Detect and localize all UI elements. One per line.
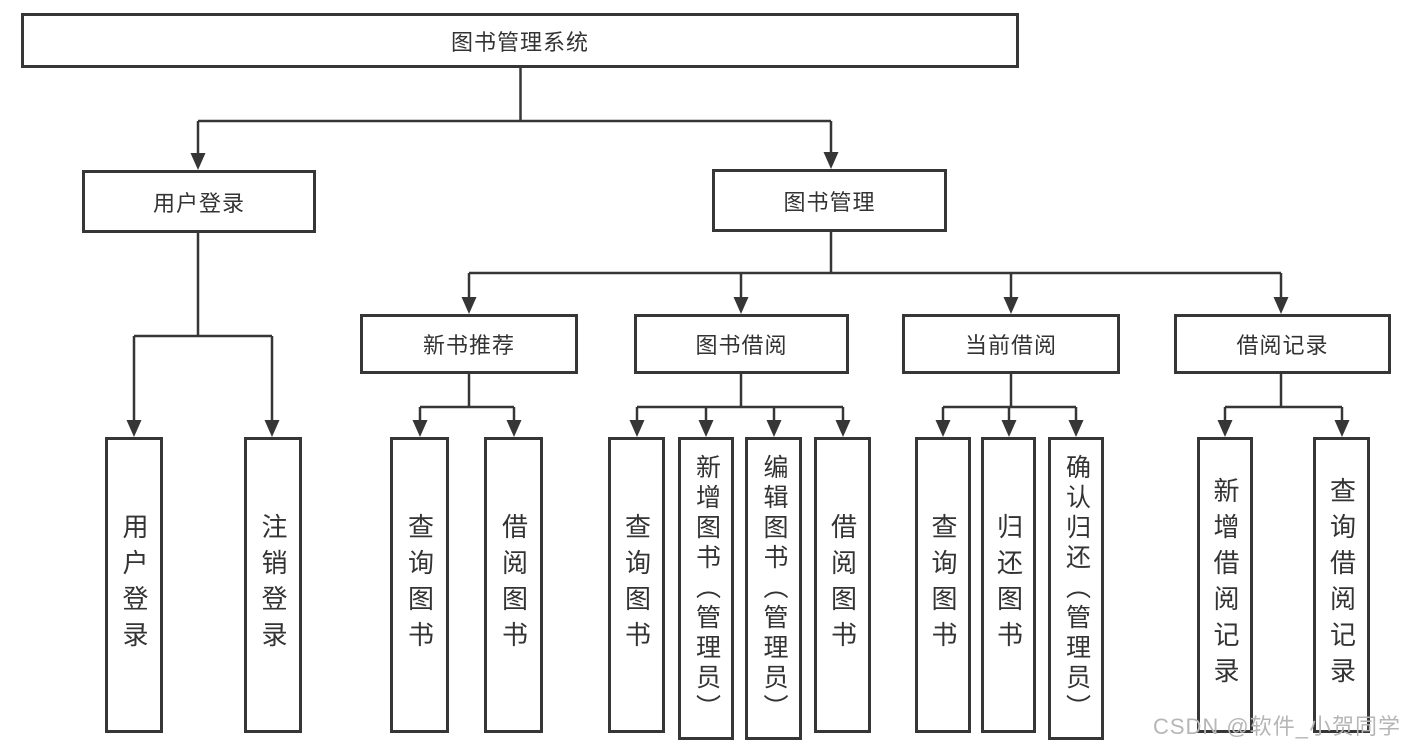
node-add-books-admin: 新增图书（管理员） xyxy=(678,437,734,740)
node-label: 图书管理系统 xyxy=(450,29,589,55)
node-label: 新增借阅记录 xyxy=(1210,477,1240,693)
node-label: 借阅记录 xyxy=(1236,333,1329,358)
node-borrowing-records: 借阅记录 xyxy=(1174,314,1391,374)
connector-bookmgmt-to-level3 xyxy=(467,232,1283,299)
node-label: 新增图书（管理员） xyxy=(692,453,721,724)
node-borrow-books-borrowing: 借阅图书 xyxy=(814,437,871,733)
node-label: 用户登录 xyxy=(152,190,245,216)
node-label: 编辑图书（管理员） xyxy=(760,453,788,724)
node-query-books-current: 查询图书 xyxy=(915,437,971,733)
node-confirm-return-admin: 确认归还（管理员） xyxy=(1048,437,1104,740)
node-label: 确认归还（管理员） xyxy=(1062,453,1091,724)
node-label: 用户登录 xyxy=(119,513,149,657)
node-logout: 注销登录 xyxy=(244,437,302,733)
arrowheads xyxy=(126,152,1350,437)
node-label: 当前借阅 xyxy=(964,333,1057,358)
node-user-login-group: 用户登录 xyxy=(82,170,316,233)
connector-userlogin-to-leaves xyxy=(132,233,274,421)
node-library-management-system: 图书管理系统 xyxy=(21,13,1019,68)
node-current-borrowing: 当前借阅 xyxy=(902,314,1120,374)
node-label: 查询图书 xyxy=(404,513,435,657)
node-edit-books-admin: 编辑图书（管理员） xyxy=(745,437,802,740)
node-borrow-books-recommend: 借阅图书 xyxy=(484,437,543,733)
node-book-management: 图书管理 xyxy=(712,169,947,232)
connector-root-to-level2 xyxy=(196,68,833,154)
node-label: 注销登录 xyxy=(258,513,288,657)
node-label: 查询图书 xyxy=(621,513,652,657)
node-label: 新书推荐 xyxy=(422,333,515,358)
connector-records-to-leaves xyxy=(1223,374,1344,422)
node-query-books-borrowing: 查询图书 xyxy=(608,437,665,733)
node-new-book-recommendation: 新书推荐 xyxy=(360,314,578,374)
node-query-borrow-record: 查询借阅记录 xyxy=(1313,437,1370,733)
connector-borrowing-to-leaves xyxy=(635,374,845,422)
node-return-books: 归还图书 xyxy=(981,437,1036,733)
csdn-watermark: CSDN @软件_小贺同学 xyxy=(1152,714,1401,739)
connector-current-to-leaves xyxy=(941,374,1078,422)
node-label: 图书借阅 xyxy=(695,333,788,358)
node-add-borrow-record: 新增借阅记录 xyxy=(1197,437,1253,733)
node-book-borrowing: 图书借阅 xyxy=(634,314,849,374)
node-label: 图书管理 xyxy=(783,189,876,215)
node-label: 借阅图书 xyxy=(827,513,858,657)
node-label: 归还图书 xyxy=(993,513,1024,657)
node-label: 查询借阅记录 xyxy=(1326,477,1357,693)
node-label: 借阅图书 xyxy=(498,513,529,657)
connector-recommend-to-leaves xyxy=(418,374,516,422)
node-query-books-recommend: 查询图书 xyxy=(390,437,449,733)
node-user-login-leaf: 用户登录 xyxy=(105,437,163,733)
node-label: 查询图书 xyxy=(928,513,958,657)
